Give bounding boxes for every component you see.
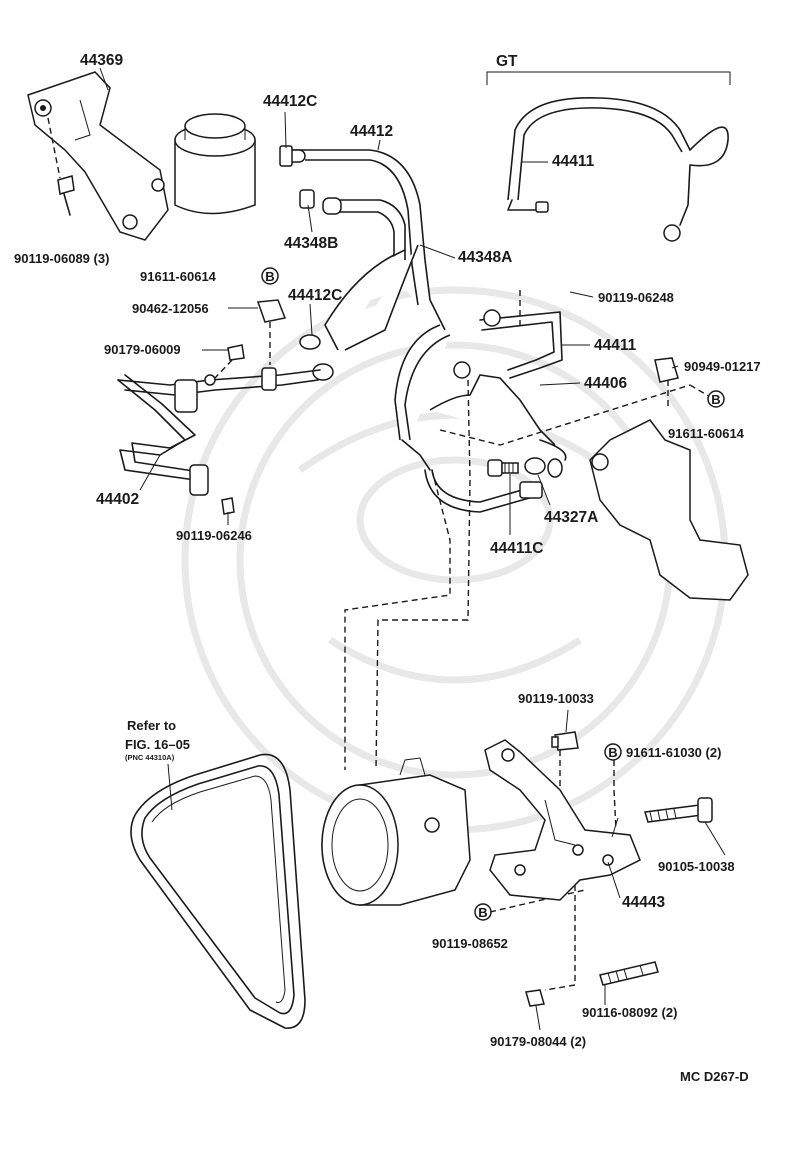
label-90119-06248: 90119-06248 <box>598 290 674 305</box>
label-90179-08044: 90179-08044 (2) <box>490 1034 586 1049</box>
label-44412C-top: 44412C <box>263 93 317 110</box>
label-gt: GT <box>496 53 518 70</box>
label-90119-10033: 90119-10033 <box>518 691 594 706</box>
tube-44402 <box>117 299 321 515</box>
label-91611-60614-left: 91611-60614 <box>140 269 217 284</box>
label-90949-01217: 90949-01217 <box>684 359 761 374</box>
label-44411-gt: 44411 <box>552 153 595 170</box>
refer-line-1: Refer to <box>127 718 176 733</box>
label-90179-06009: 90179-06009 <box>104 342 181 357</box>
bolt-marker-4: B <box>478 905 487 920</box>
label-44369: 44369 <box>80 52 123 69</box>
label-44411C: 44411C <box>490 540 543 557</box>
label-44412: 44412 <box>350 123 393 140</box>
gt-pressure-hose <box>486 71 731 242</box>
bolts-and-studs <box>525 731 713 1007</box>
label-leaders <box>99 67 726 1031</box>
label-44406: 44406 <box>584 375 627 392</box>
bolt-marker-1: B <box>265 269 274 284</box>
label-90116-08092: 90116-08092 (2) <box>582 1005 677 1020</box>
label-44402: 44402 <box>96 491 139 508</box>
drive-belt <box>130 753 306 1029</box>
clamps <box>279 145 334 381</box>
bolt-marker-3: B <box>608 745 617 760</box>
label-91611-61030: 91611-61030 (2) <box>626 745 721 760</box>
label-90119-06089: 90119-06089 (3) <box>14 251 109 266</box>
label-44348A: 44348A <box>458 249 512 266</box>
pressure-tube-44411 <box>394 309 567 513</box>
vane-pump <box>321 757 471 906</box>
refer-note: Refer to FIG. 16–05 (PNC 44310A) <box>125 718 190 762</box>
label-44327A: 44327A <box>544 509 598 526</box>
label-44411-mid: 44411 <box>594 337 637 354</box>
label-44443: 44443 <box>622 894 665 911</box>
label-90462-12056: 90462-12056 <box>132 301 209 316</box>
return-hose-44412 <box>282 149 446 351</box>
part-labels: 44369 90119-06089 (3) 44412C 44412 44348… <box>14 52 761 1049</box>
steering-gear <box>589 357 749 601</box>
label-90119-08652: 90119-08652 <box>432 936 508 951</box>
bolt-markers: B B B B <box>261 267 725 921</box>
label-90119-06246: 90119-06246 <box>176 528 252 543</box>
label-44348B: 44348B <box>284 235 338 252</box>
label-44412C-mid: 44412C <box>288 287 342 304</box>
leader-lines <box>344 290 713 991</box>
diagram-code: MC D267-D <box>680 1069 749 1084</box>
union-bolt-44411C <box>487 457 563 478</box>
label-91611-60614-right: 91611-60614 <box>668 426 745 441</box>
reservoir-tank <box>174 113 256 215</box>
refer-line-3: (PNC 44310A) <box>125 753 175 762</box>
bolt-marker-2: B <box>711 392 720 407</box>
label-90105-10038: 90105-10038 <box>658 859 735 874</box>
bracket-44369 <box>27 71 169 241</box>
refer-line-2: FIG. 16–05 <box>125 737 190 752</box>
pump-bracket-44443 <box>484 739 641 901</box>
